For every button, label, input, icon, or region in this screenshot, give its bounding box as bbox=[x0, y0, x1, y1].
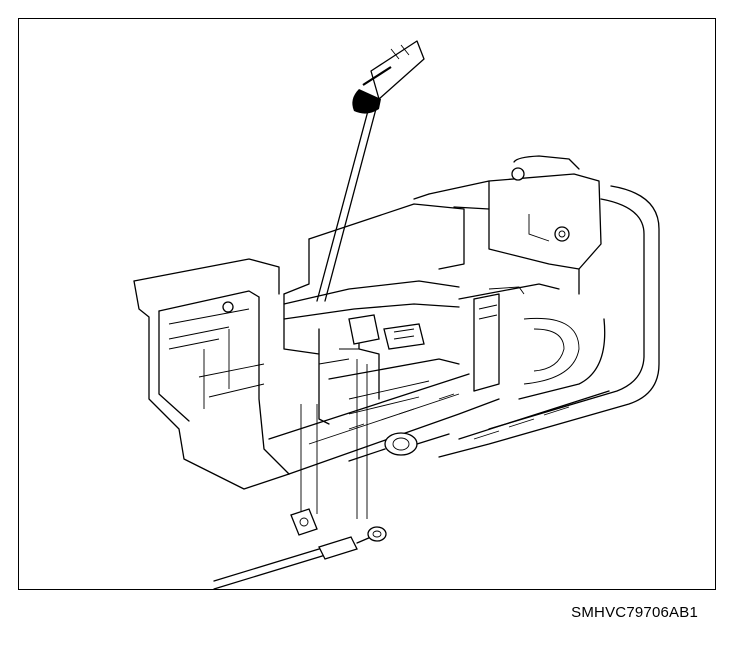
lever-mechanism bbox=[283, 280, 460, 462]
upper-bracket bbox=[413, 155, 602, 295]
leader-lines bbox=[300, 359, 368, 519]
figure-reference-code: SMHVC79706AB1 bbox=[571, 604, 698, 621]
base-plate bbox=[438, 185, 660, 458]
cable-clip bbox=[290, 508, 318, 536]
shift-cable bbox=[213, 526, 387, 590]
illustration-frame bbox=[18, 18, 716, 590]
housing bbox=[133, 203, 560, 490]
shifter-assembly-illustration bbox=[133, 40, 660, 590]
screwdriver bbox=[316, 40, 425, 302]
